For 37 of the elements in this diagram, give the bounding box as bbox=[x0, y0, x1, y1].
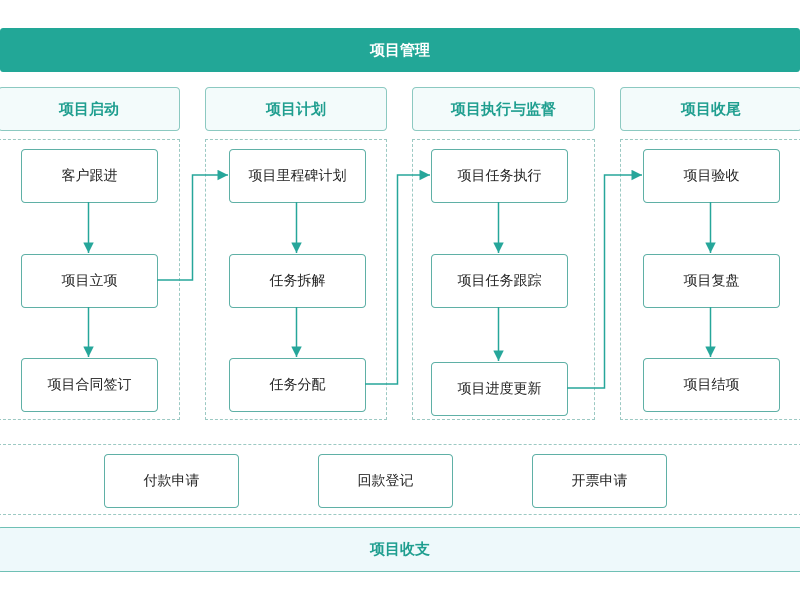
phase-header: 项目计划 bbox=[205, 87, 387, 131]
arrow bbox=[83, 202, 94, 253]
dashed-group-frame bbox=[620, 139, 800, 420]
arrow bbox=[83, 307, 94, 357]
process-box: 项目任务执行 bbox=[431, 149, 568, 203]
arrow bbox=[291, 307, 302, 357]
phase-header: 项目收尾 bbox=[620, 87, 800, 131]
dashed-group-frame bbox=[205, 139, 387, 420]
arrow bbox=[493, 202, 504, 253]
process-box: 付款申请 bbox=[104, 454, 239, 508]
arrow bbox=[567, 170, 642, 389]
process-box: 任务拆解 bbox=[229, 254, 366, 308]
process-box: 项目结项 bbox=[643, 358, 780, 412]
title-banner: 项目管理 bbox=[0, 28, 800, 72]
dashed-group-frame bbox=[0, 139, 180, 420]
process-box: 项目合同签订 bbox=[21, 358, 158, 412]
arrow bbox=[365, 170, 430, 385]
process-box: 项目进度更新 bbox=[431, 362, 568, 416]
process-box: 项目立项 bbox=[21, 254, 158, 308]
process-box: 回款登记 bbox=[318, 454, 453, 508]
arrow bbox=[291, 202, 302, 253]
arrow bbox=[705, 202, 716, 253]
process-box: 客户跟进 bbox=[21, 149, 158, 203]
phase-header: 项目执行与监督 bbox=[412, 87, 595, 131]
footer-band: 项目收支 bbox=[0, 527, 800, 572]
arrow bbox=[493, 307, 504, 361]
dashed-group-frame bbox=[412, 139, 595, 420]
phase-header: 项目启动 bbox=[0, 87, 180, 131]
arrow bbox=[157, 170, 228, 281]
arrow bbox=[705, 307, 716, 357]
process-box: 项目复盘 bbox=[643, 254, 780, 308]
process-box: 项目任务跟踪 bbox=[431, 254, 568, 308]
process-box: 任务分配 bbox=[229, 358, 366, 412]
dashed-group-frame bbox=[0, 444, 800, 515]
process-box: 项目验收 bbox=[643, 149, 780, 203]
process-box: 项目里程碑计划 bbox=[229, 149, 366, 203]
process-box: 开票申请 bbox=[532, 454, 667, 508]
